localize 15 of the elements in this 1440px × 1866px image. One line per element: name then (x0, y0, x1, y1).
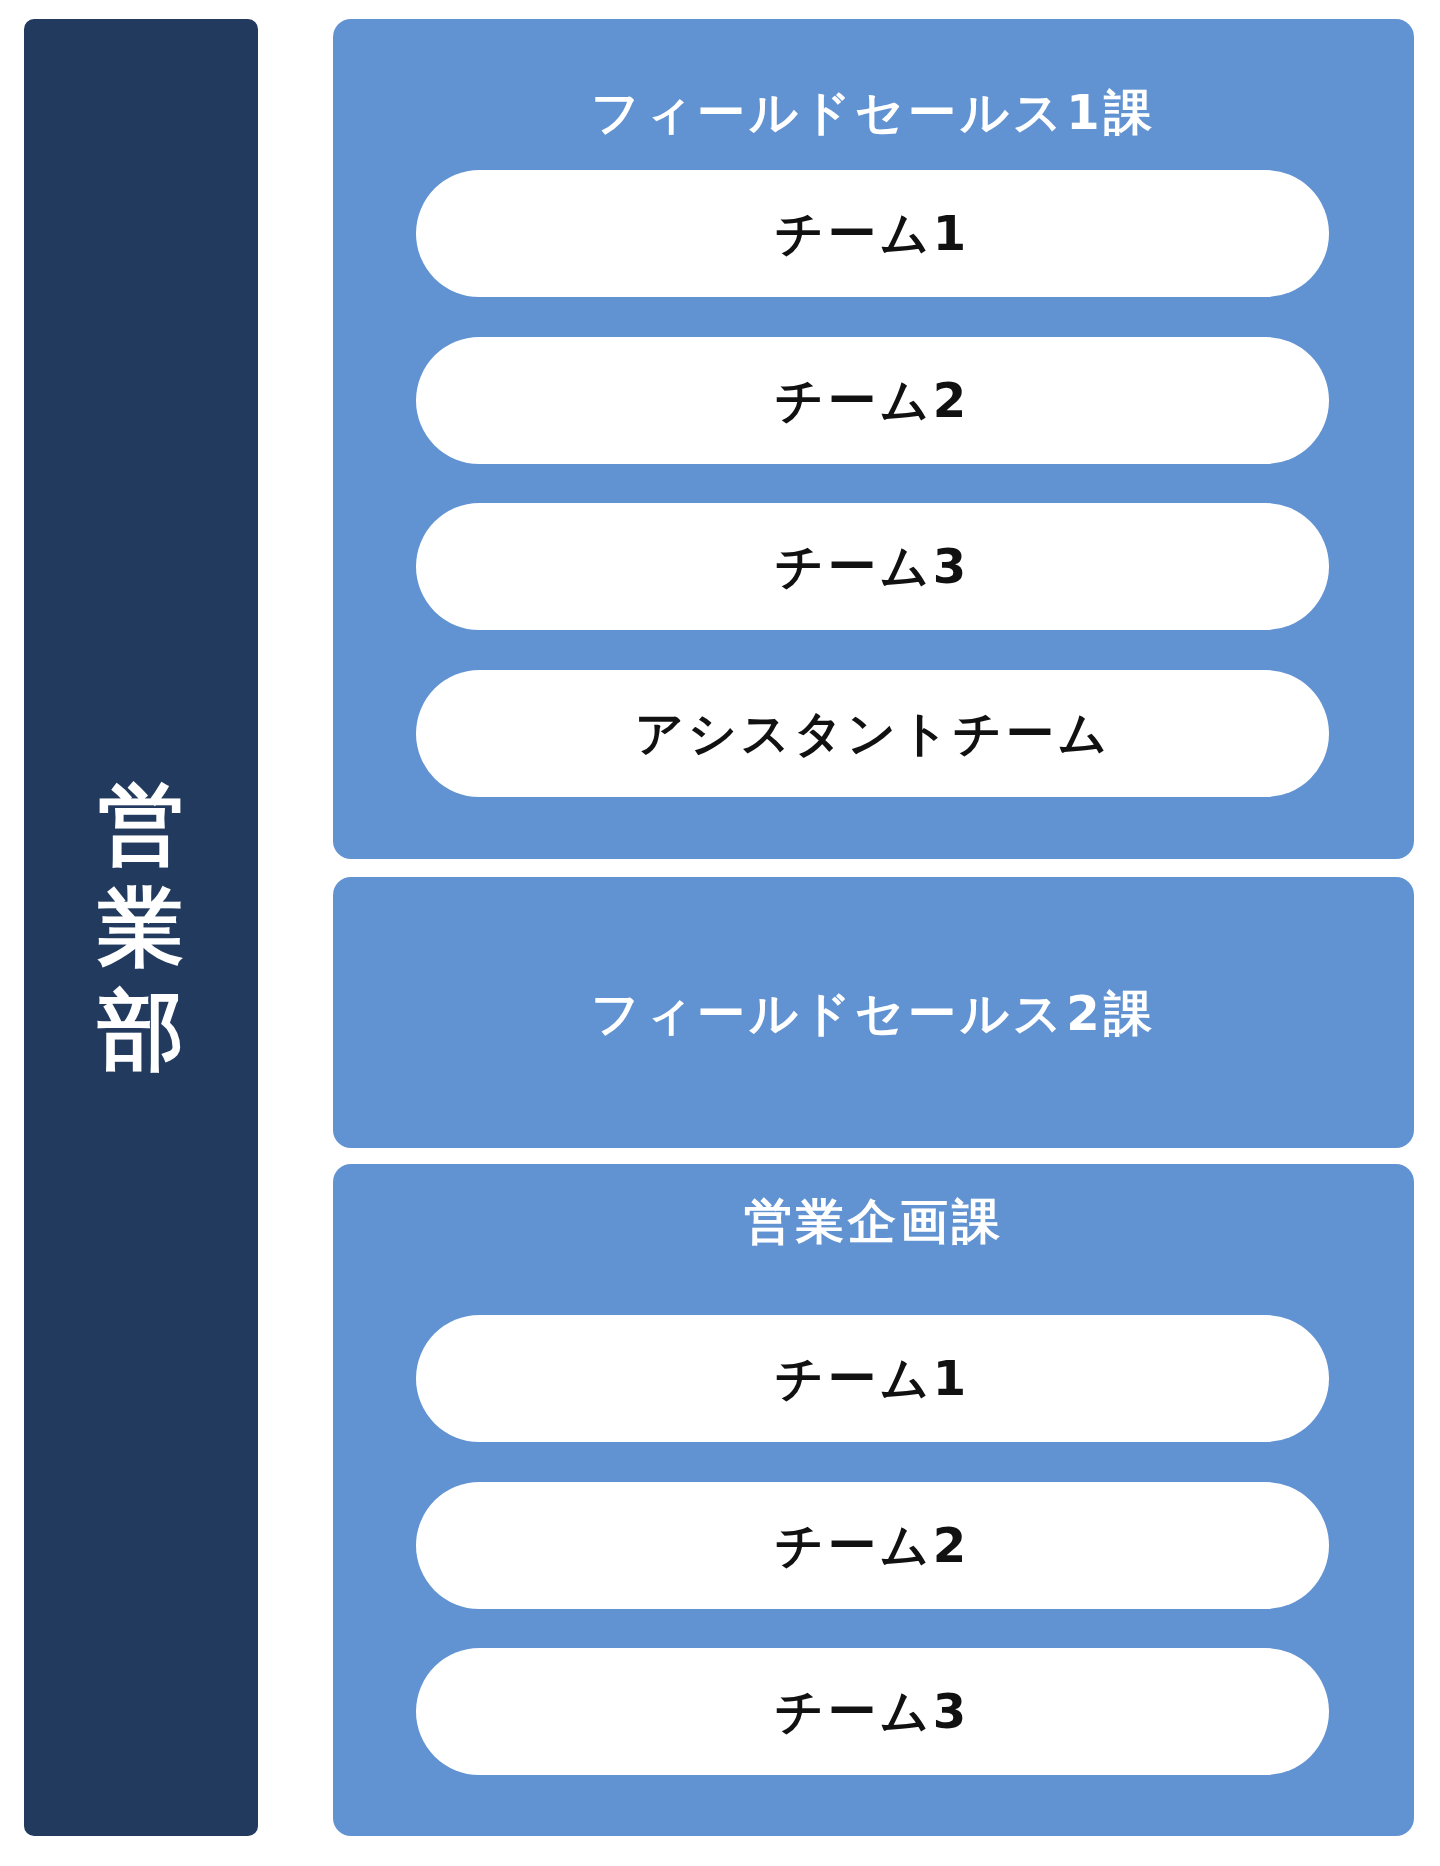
section-panel (333, 877, 1414, 1148)
section-title: フィールドセールス1課 (590, 83, 1157, 142)
team-pill: チーム1 (416, 1315, 1329, 1442)
team-pill: アシスタントチーム (416, 670, 1329, 797)
team-pill: チーム3 (416, 1648, 1329, 1775)
team-pill: チーム3 (416, 503, 1329, 630)
team-pill: チーム1 (416, 170, 1329, 297)
department-bar (24, 19, 258, 1836)
section-panel (333, 19, 1414, 859)
section-title: 営業企画課 (742, 1192, 1005, 1251)
section-panel (333, 1164, 1414, 1836)
section-title: フィールドセールス2課 (590, 984, 1157, 1043)
team-pill: チーム2 (416, 1482, 1329, 1609)
team-pill: チーム2 (416, 337, 1329, 464)
department-title: 営業部 (96, 772, 185, 1083)
